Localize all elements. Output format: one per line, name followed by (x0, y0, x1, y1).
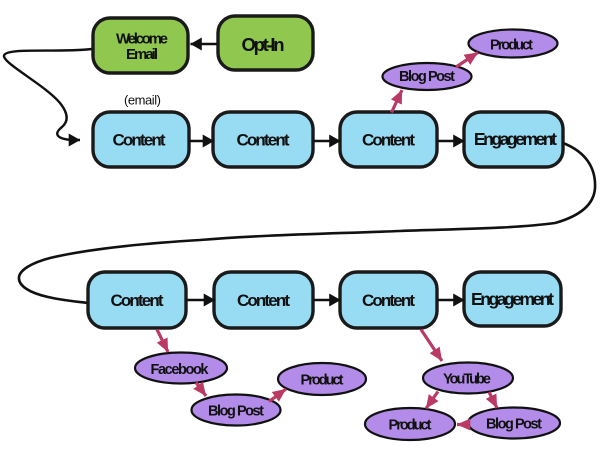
svg-text:Engagement: Engagement (474, 129, 557, 149)
svg-text:Product: Product (490, 38, 533, 54)
svg-text:Welcome: Welcome (116, 31, 168, 48)
svg-text:Content: Content (362, 131, 415, 150)
svg-text:Content: Content (237, 131, 290, 150)
svg-text:(email): (email) (124, 93, 161, 108)
svg-text:Blog Post: Blog Post (208, 404, 264, 420)
svg-text:Engagement: Engagement (471, 289, 554, 309)
svg-text:Content: Content (237, 291, 290, 310)
svg-text:Email: Email (126, 46, 158, 63)
svg-text:Product: Product (389, 418, 432, 434)
svg-text:Facebook: Facebook (151, 362, 210, 378)
svg-text:Blog Post: Blog Post (399, 69, 455, 85)
svg-text:Opt-In: Opt-In (242, 34, 285, 55)
svg-text:Content: Content (362, 291, 415, 310)
svg-text:Blog Post: Blog Post (486, 417, 542, 433)
svg-text:Content: Content (113, 131, 166, 150)
svg-text:Product: Product (301, 373, 344, 389)
svg-text:Content: Content (111, 291, 164, 310)
svg-text:YouTube: YouTube (443, 372, 491, 388)
